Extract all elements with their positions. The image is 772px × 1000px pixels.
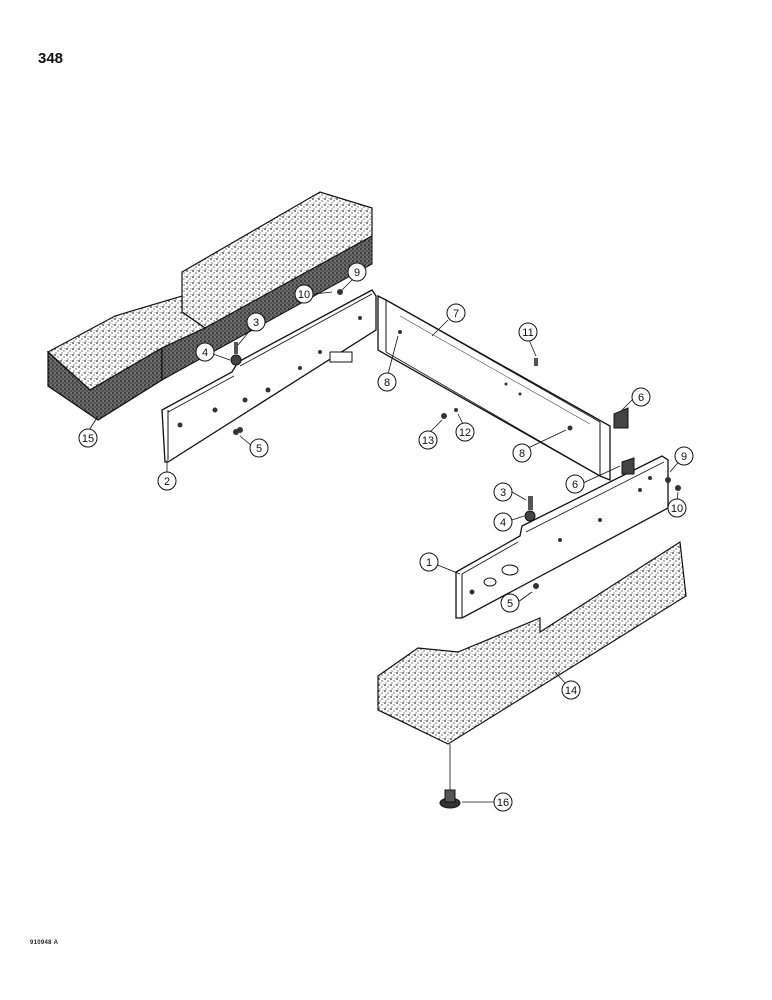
side-panel-right-1 xyxy=(455,455,669,619)
callout-6b: 6 xyxy=(565,474,585,494)
callout-label: 6 xyxy=(572,479,578,491)
callout-label: 8 xyxy=(384,377,390,389)
callout-8b: 8 xyxy=(512,443,532,463)
callout-11: 11 xyxy=(518,322,538,342)
callout-label: 6 xyxy=(638,392,644,404)
callout-label: 12 xyxy=(459,427,471,439)
callout-label: 4 xyxy=(500,517,506,529)
callout-label: 10 xyxy=(671,503,683,515)
callout-9: 9 xyxy=(347,262,367,282)
callout-label: 1 xyxy=(426,557,432,569)
callout-4b: 4 xyxy=(493,512,513,532)
callout-label: 5 xyxy=(507,598,513,610)
callout-label: 10 xyxy=(298,289,310,301)
callout-13: 13 xyxy=(418,430,438,450)
callout-label: 16 xyxy=(497,797,509,809)
figure-code: 910948 A xyxy=(30,940,59,946)
callout-6: 6 xyxy=(631,387,651,407)
callout-label: 13 xyxy=(422,435,434,447)
callout-9b: 9 xyxy=(674,446,694,466)
hardware-items xyxy=(230,289,681,589)
callout-5: 5 xyxy=(249,438,269,458)
callout-label: 15 xyxy=(82,433,94,445)
rear-frame-7 xyxy=(377,294,611,481)
callout-10b: 10 xyxy=(667,498,687,518)
callout-1: 1 xyxy=(419,552,439,572)
callout-label: 9 xyxy=(681,451,687,463)
side-panel-left-2 xyxy=(161,289,377,463)
callout-label: 3 xyxy=(253,317,259,329)
callout-label: 2 xyxy=(164,476,170,488)
callout-2: 2 xyxy=(157,471,177,491)
callout-3b: 3 xyxy=(493,482,513,502)
foam-block-15 xyxy=(46,191,373,421)
callout-12: 12 xyxy=(455,422,475,442)
callout-label: 3 xyxy=(500,487,506,499)
fastener-16 xyxy=(439,744,461,809)
callout-10: 10 xyxy=(294,284,314,304)
callout-label: 11 xyxy=(522,327,533,339)
foam-pad-14 xyxy=(377,540,687,745)
callout-8: 8 xyxy=(377,372,397,392)
callout-16: 16 xyxy=(493,792,513,812)
callout-label: 5 xyxy=(256,443,262,455)
callout-4: 4 xyxy=(195,342,215,362)
callout-label: 8 xyxy=(519,448,525,460)
callout-label: 14 xyxy=(565,685,577,697)
callout-5b: 5 xyxy=(500,593,520,613)
page-number: 348 xyxy=(38,50,64,67)
callout-14: 14 xyxy=(561,680,581,700)
callout-label: 9 xyxy=(354,267,360,279)
callout-15: 15 xyxy=(78,428,98,448)
callout-3: 3 xyxy=(246,312,266,332)
callout-7: 7 xyxy=(446,303,466,323)
callout-label: 7 xyxy=(453,308,459,320)
callout-label: 4 xyxy=(202,347,208,359)
